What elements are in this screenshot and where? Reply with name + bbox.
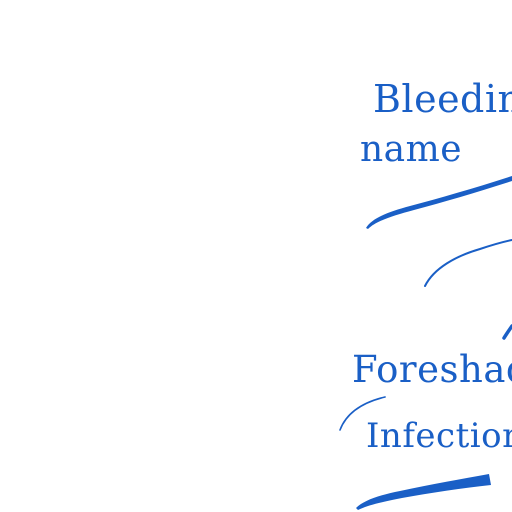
pen-stroke-underline-2	[356, 474, 491, 510]
annotation-text-name: name	[360, 129, 463, 170]
pen-stroke-underline-1	[366, 176, 512, 229]
annotation-text-foreshadow: Foreshad	[352, 348, 512, 391]
pen-stroke-arc	[424, 239, 512, 287]
annotation-text-bleeding: Bleedin	[373, 77, 512, 121]
pen-stroke-tick	[502, 324, 512, 340]
annotation-text-infection: Infection	[366, 416, 512, 456]
